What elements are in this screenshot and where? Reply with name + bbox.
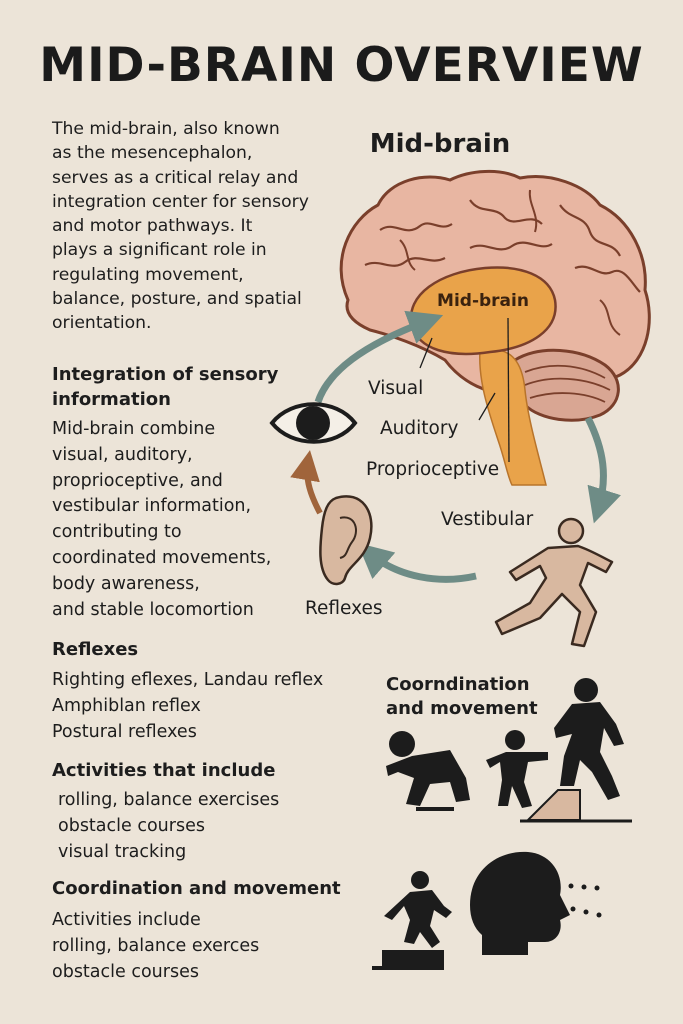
- stepping-person-icon: [486, 730, 548, 808]
- integration-heading-line: Integration of sensory: [52, 364, 279, 385]
- intro-line: integration center for sensory: [52, 191, 309, 212]
- coordination-diagram-heading: and movement: [386, 698, 538, 719]
- page-title: MID-BRAIN OVERVIEW: [39, 38, 644, 93]
- integration-section: Integration of sensory information: [52, 362, 278, 412]
- reflex-item: Amphiblan reflex: [52, 695, 201, 716]
- intro-line: serves as a critical relay and: [52, 167, 299, 188]
- coordination-item: obstacle courses: [52, 961, 199, 982]
- intro-line: orientation.: [52, 313, 152, 334]
- eye-icon: [269, 402, 358, 444]
- auditory-label: Auditory: [380, 418, 458, 439]
- coordination-heading: Coordination and movement: [52, 878, 341, 899]
- reflexes-label: Reflexes: [305, 598, 383, 619]
- integration-line: vestibular information,: [52, 496, 252, 517]
- midbrain-region: Mid-brain: [409, 266, 557, 356]
- proprioceptive-pointer: [507, 317, 510, 463]
- arrow-body-to-ear: [357, 542, 477, 583]
- intro-paragraph: The mid-brain, also known as the mesence…: [52, 117, 342, 336]
- head-profile-icon: [470, 851, 602, 955]
- arrow-eye-to-brain: [314, 310, 444, 404]
- midbrain-label: Mid-brain: [437, 291, 529, 311]
- activity-item: obstacle courses: [58, 815, 205, 836]
- intro-line: regulating movement,: [52, 264, 244, 285]
- coordination-list: Activities include rolling, balance exer…: [52, 908, 259, 985]
- activities-heading: Activities that include: [52, 760, 276, 781]
- reflex-item: Postural reflexes: [52, 721, 197, 742]
- reflexes-list: Righting eflexes, Landau reflex Amphibla…: [52, 668, 323, 745]
- coordination-diagram-heading: Coorndination: [386, 674, 530, 695]
- crouching-person-icon: [386, 731, 470, 811]
- proprioceptive-label: Proprioceptive: [366, 459, 499, 480]
- activity-item: rolling, balance exercises: [58, 790, 280, 810]
- integration-line: Mid-brain combine: [52, 419, 216, 439]
- visual-label: Visual: [368, 378, 423, 399]
- brainstem-icon: [478, 348, 547, 486]
- ear-icon: [319, 495, 373, 586]
- reflexes-heading: Reflexes: [52, 639, 139, 660]
- stair-climber-icon: [372, 871, 452, 970]
- vestibular-label: Vestibular: [441, 509, 534, 530]
- activities-list: rolling, balance exercises obstacle cour…: [58, 788, 279, 865]
- integration-heading-line: information: [52, 389, 171, 410]
- coordination-item: rolling, balance exerces: [52, 935, 260, 956]
- integration-line: coordinated movements,: [52, 547, 272, 568]
- arrow-ear-to-eye: [290, 450, 323, 515]
- arrow-brain-to-body: [584, 416, 621, 524]
- intro-line: plays a significant role in: [52, 240, 267, 261]
- activity-item: visual tracking: [58, 841, 187, 862]
- reflex-item: Righting eflexes, Landau reflex: [52, 670, 324, 690]
- integration-line: proprioceptive, and: [52, 470, 223, 491]
- auditory-pointer: [478, 392, 496, 421]
- integration-line: contributing to: [52, 522, 182, 543]
- integration-body: Mid-brain combine visual, auditory, prop…: [52, 417, 271, 623]
- intro-line: as the mesencephalon,: [52, 143, 253, 164]
- integration-line: body awareness,: [52, 573, 200, 594]
- walking-person-icon: [494, 517, 614, 648]
- integration-line: and stable locomortion: [52, 599, 254, 620]
- intro-line: The mid-brain, also known: [52, 119, 280, 139]
- coordination-item: Activities include: [52, 910, 201, 930]
- intro-line: balance, posture, and spatial: [52, 289, 302, 310]
- climbing-person-icon: [554, 678, 624, 800]
- intro-line: and motor pathways. It: [52, 216, 253, 237]
- integration-line: visual, auditory,: [52, 444, 193, 465]
- stairs-icon: [520, 789, 632, 823]
- diagram-title: Mid-brain: [370, 129, 511, 159]
